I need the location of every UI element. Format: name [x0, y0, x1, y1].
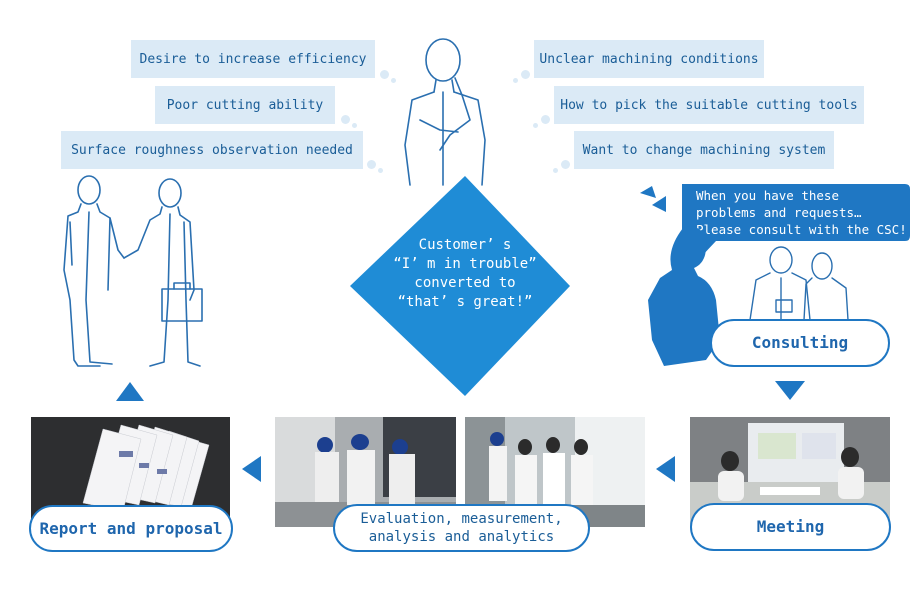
center-line: converted to: [414, 275, 516, 291]
concern-text: How to pick the suitable cutting tools: [560, 97, 858, 113]
concern-bubble-cutting: Poor cutting ability: [155, 86, 335, 124]
bubble-dot: [380, 70, 389, 79]
bubble-dot: [561, 160, 570, 169]
concern-text: Surface roughness observation needed: [71, 142, 353, 158]
concern-bubble-conditions: Unclear machining conditions: [534, 40, 764, 78]
bubble-dot: [533, 123, 538, 128]
concern-bubble-tools: How to pick the suitable cutting tools: [554, 86, 864, 124]
consulting-label: Consulting: [751, 333, 849, 352]
callout-line: When you have these: [696, 188, 839, 203]
center-line: “that’ s great!”: [397, 294, 533, 310]
concern-text: Unclear machining conditions: [539, 51, 759, 67]
center-line: Customer’ s: [418, 237, 512, 253]
concern-bubble-roughness: Surface roughness observation needed: [61, 131, 363, 169]
meeting-label: Meeting: [756, 517, 825, 536]
bubble-dot: [341, 115, 350, 124]
bubble-dot: [541, 115, 550, 124]
concern-bubble-system: Want to change machining system: [574, 131, 834, 169]
concern-bubble-efficiency: Desire to increase efficiency: [131, 40, 375, 78]
arrow-up-icon: [116, 382, 144, 401]
arrow-down-icon: [775, 381, 805, 400]
report-step[interactable]: Report and proposal: [29, 505, 233, 552]
bubble-dot: [513, 78, 518, 83]
concern-text: Poor cutting ability: [166, 97, 324, 113]
concern-text: Desire to increase efficiency: [139, 51, 367, 67]
callout-line: Please consult with the CSC!: [696, 222, 907, 237]
report-label: Report and proposal: [39, 518, 223, 538]
bubble-dot: [521, 70, 530, 79]
center-line: “I’ m in trouble”: [393, 256, 537, 272]
evaluation-label-line2: analysis and analytics: [368, 529, 555, 545]
bubble-dot: [378, 168, 383, 173]
arrow-left-icon: [242, 456, 261, 482]
bubble-dot: [352, 123, 357, 128]
arrow-left-icon: [656, 456, 675, 482]
bubble-dot: [391, 78, 396, 83]
evaluation-label-line1: Evaluation, measurement,: [360, 511, 563, 527]
bubble-dot: [553, 168, 558, 173]
evaluation-step[interactable]: Evaluation, measurement, analysis and an…: [333, 504, 590, 552]
meeting-step[interactable]: Meeting: [690, 503, 891, 551]
callout-message: When you have these problems and request…: [696, 187, 907, 238]
center-message: Customer’ s “I’ m in trouble” converted …: [365, 236, 565, 312]
concern-text: Want to change machining system: [582, 142, 826, 158]
bubble-dot: [367, 160, 376, 169]
callout-line: problems and requests…: [696, 205, 862, 220]
consulting-step[interactable]: Consulting: [710, 319, 890, 367]
